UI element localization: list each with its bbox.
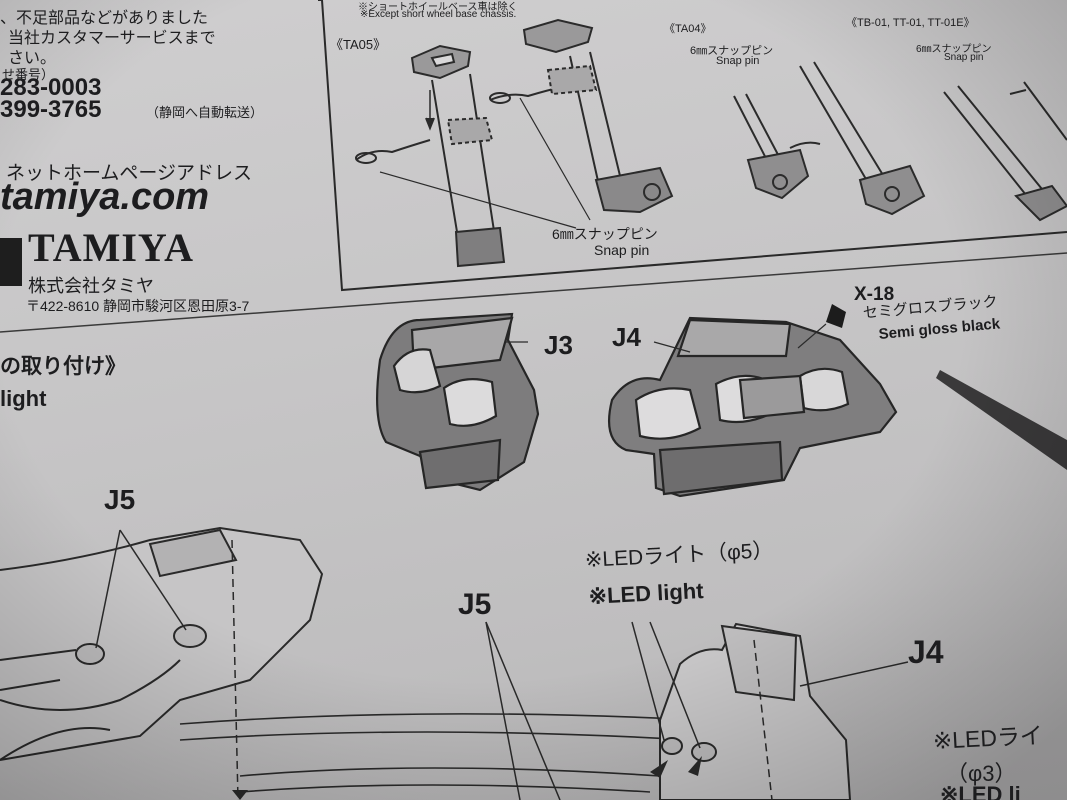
- section-title-en: light: [0, 386, 47, 411]
- led3-label-en: ※LED li: [940, 782, 1021, 800]
- part-label-j5-left: J5: [104, 484, 136, 515]
- chassis-label-tb: 《TB-01, TT-01, TT-01E》: [846, 17, 975, 29]
- paint-code: X-18: [854, 284, 895, 305]
- part-label-j5-right: J5: [458, 588, 492, 621]
- chassis-label-ta04: 《TA04》: [664, 23, 712, 35]
- snap-pin-label-jp: 6㎜スナップピン: [552, 226, 658, 242]
- part-label-j3: J3: [544, 330, 573, 360]
- note-en: ※Except short wheel base chassis.: [360, 9, 517, 20]
- company-address: 〒422-8610 静岡市駿河区恩田原3-7: [26, 298, 250, 314]
- inquiry-label: せ番号）: [2, 67, 55, 82]
- snap-pin-small-en-1: Snap pin: [716, 55, 760, 67]
- tamiya-brand: TAMIYA: [28, 225, 195, 270]
- contact-line-2: 当社カスタマーサービスまで: [8, 30, 216, 47]
- company-name: 株式会社タミヤ: [28, 276, 154, 296]
- part-label-j4: J4: [612, 322, 641, 352]
- note-jp: ※ショートホイールベース車は除く: [358, 2, 518, 13]
- chassis-label-ta05: 《TA05》: [330, 37, 387, 52]
- section-title-jp: の取り付け》: [0, 355, 126, 378]
- snap-pin-label-en: Snap pin: [594, 242, 650, 258]
- phone-forward-note: （静岡へ自動転送）: [146, 105, 264, 120]
- led3-size: （φ3）: [946, 761, 1017, 786]
- snap-pin-small-en-2: Snap pin: [944, 52, 984, 63]
- part-label-j4-lower: J4: [908, 634, 944, 670]
- homepage-label: ネットホームページアドレス: [6, 163, 253, 184]
- led3-label-jp: ※LEDライ: [932, 722, 1044, 754]
- snap-pin-small-jp-2: 6㎜スナップピン: [916, 44, 992, 55]
- phone-number-2: 399-3765: [0, 96, 102, 123]
- phone-number-1: 283-0003: [0, 74, 102, 101]
- snap-pin-small-jp-1: 6㎜スナップピン: [690, 45, 774, 57]
- homepage-url: tamiya.com: [0, 176, 210, 218]
- contact-line-1: 、不足部品などがありました: [0, 10, 209, 27]
- contact-line-3: さい。: [8, 50, 57, 67]
